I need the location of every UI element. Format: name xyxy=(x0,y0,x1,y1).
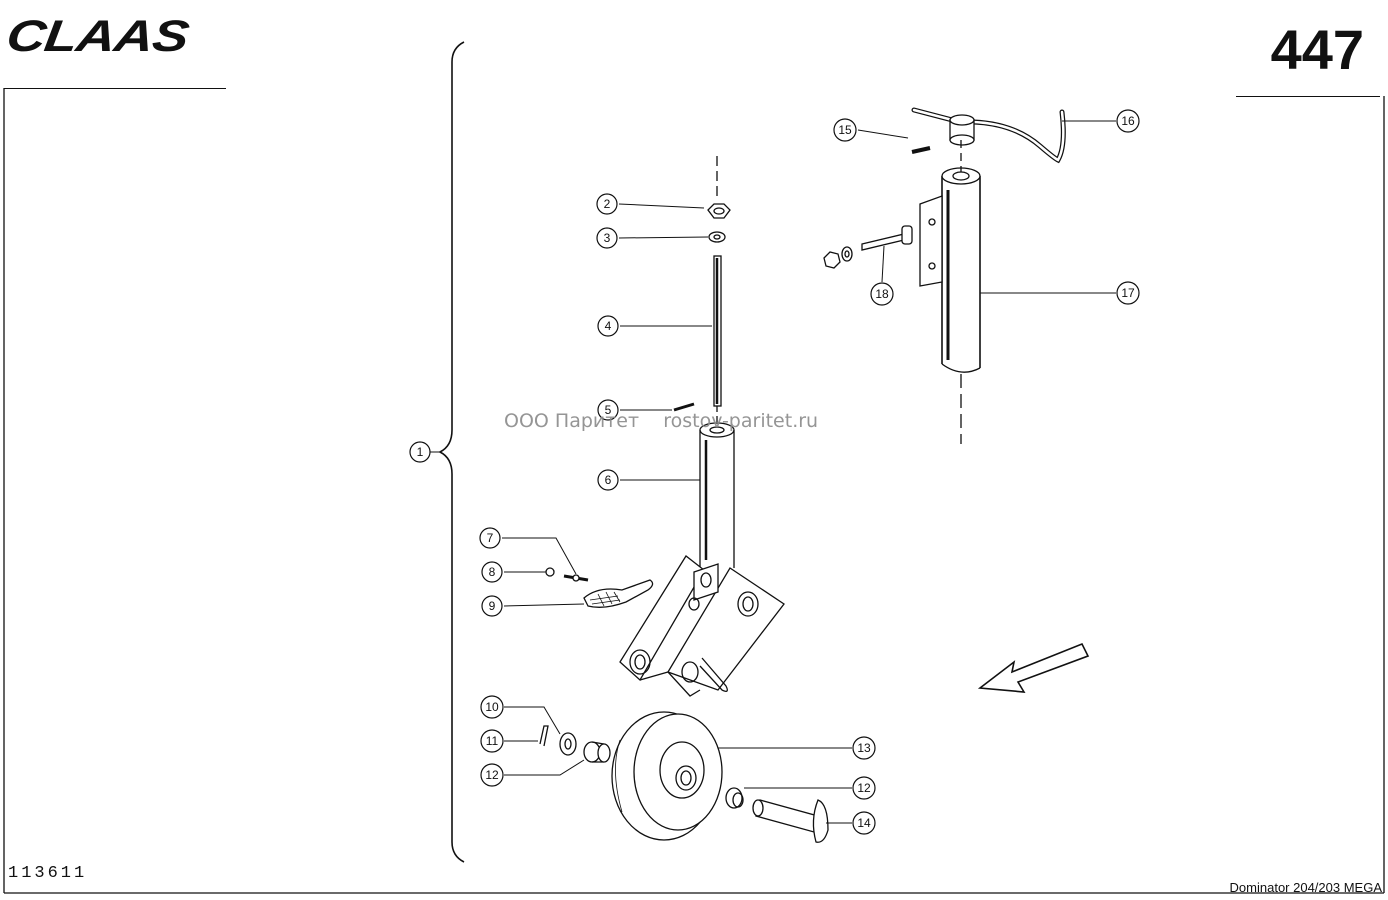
callout-18: 18 xyxy=(870,282,894,306)
callout-6: 6 xyxy=(597,469,619,491)
callout-8: 8 xyxy=(481,561,503,583)
assembly-brace xyxy=(438,41,465,863)
callout-2: 2 xyxy=(596,193,618,215)
callout-16: 16 xyxy=(1116,109,1140,133)
callout-7: 7 xyxy=(479,527,501,549)
tube-assembly xyxy=(823,107,1066,444)
callout-18-label: 18 xyxy=(875,287,889,301)
callout-12-left: 12 xyxy=(480,763,504,787)
callout-16-label: 16 xyxy=(1121,114,1135,128)
locking-lever xyxy=(545,567,654,608)
callout-14-label: 14 xyxy=(857,816,871,830)
header-rule-left xyxy=(4,88,226,89)
page-number: 447 xyxy=(1270,18,1364,81)
header-rule-right xyxy=(1236,96,1380,97)
callout-2-label: 2 xyxy=(604,197,611,211)
callout-10: 10 xyxy=(480,695,504,719)
spindle-assembly xyxy=(673,156,735,568)
document-number: 113611 xyxy=(8,864,88,883)
callout-5: 5 xyxy=(597,399,619,421)
callout-17-label: 17 xyxy=(1121,286,1135,300)
callout-13: 13 xyxy=(852,736,876,760)
wheel-fork xyxy=(619,555,785,697)
callout-11: 11 xyxy=(480,729,504,753)
callout-15: 15 xyxy=(833,118,857,142)
watermark-text: ООО Паритет rostov-paritet.ru xyxy=(504,410,819,432)
callout-4: 4 xyxy=(597,315,619,337)
callout-12-right-label: 12 xyxy=(857,781,871,795)
callout-8-label: 8 xyxy=(489,565,496,579)
callout-12-right: 12 xyxy=(852,776,876,800)
callout-15-label: 15 xyxy=(838,123,852,137)
callout-4-label: 4 xyxy=(605,319,612,333)
callout-17: 17 xyxy=(1116,281,1140,305)
callout-10-label: 10 xyxy=(485,700,499,714)
direction-arrow xyxy=(977,642,1090,693)
callout-13-label: 13 xyxy=(857,741,871,755)
callout-12-left-label: 12 xyxy=(485,768,499,782)
callout-3: 3 xyxy=(596,227,618,249)
callout-5-label: 5 xyxy=(605,403,612,417)
callout-11-label: 11 xyxy=(486,734,499,748)
callout-14: 14 xyxy=(852,811,876,835)
callout-1-label: 1 xyxy=(417,445,424,459)
callout-1: 1 xyxy=(409,441,431,463)
callout-9: 9 xyxy=(481,595,503,617)
leader-lines xyxy=(430,120,1116,824)
wheel-assembly xyxy=(539,711,829,843)
model-name: Dominator 204/203 MEGA xyxy=(1229,880,1382,895)
callout-7-label: 7 xyxy=(487,531,494,545)
callout-9-label: 9 xyxy=(489,599,496,613)
callout-3-label: 3 xyxy=(604,231,611,245)
callout-6-label: 6 xyxy=(605,473,612,487)
